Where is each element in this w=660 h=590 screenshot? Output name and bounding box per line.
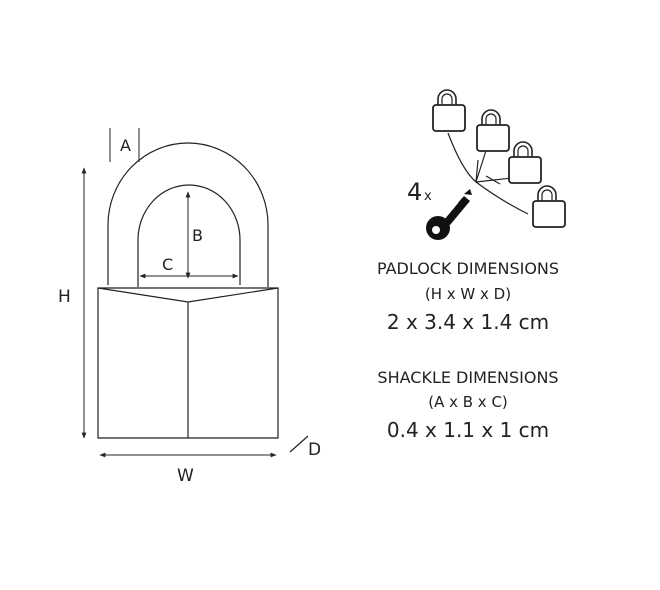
small-padlock-icon	[432, 89, 466, 132]
shackle-dimensions-value: 0.4 x 1.1 x 1 cm	[386, 418, 550, 442]
padlock-dimensions-format: (H x W x D)	[424, 285, 512, 303]
key-count-suffix: x	[424, 189, 432, 204]
padlock-dimensions-heading: PADLOCK DIMENSIONS	[376, 259, 560, 278]
small-padlock-icon	[508, 141, 542, 184]
label-h: H	[58, 287, 71, 307]
small-padlock-icon	[476, 109, 510, 152]
label-c: C	[162, 255, 173, 274]
key-icon	[426, 189, 472, 240]
shackle-dimensions-format: (A x B x C)	[428, 393, 508, 411]
shackle	[107, 142, 269, 287]
body-facet-lines	[97, 287, 279, 438]
label-b: B	[192, 226, 203, 245]
label-d: D	[308, 440, 321, 460]
label-a: A	[120, 136, 131, 155]
padlock-dimensions-value: 2 x 3.4 x 1.4 cm	[386, 310, 550, 334]
small-padlock-icon	[532, 185, 566, 228]
key-count: 4	[407, 178, 422, 206]
shackle-inner	[137, 184, 241, 287]
d-dimension-line	[289, 435, 309, 453]
shackle-dimensions-heading: SHACKLE DIMENSIONS	[377, 368, 559, 387]
label-w: W	[177, 466, 194, 486]
